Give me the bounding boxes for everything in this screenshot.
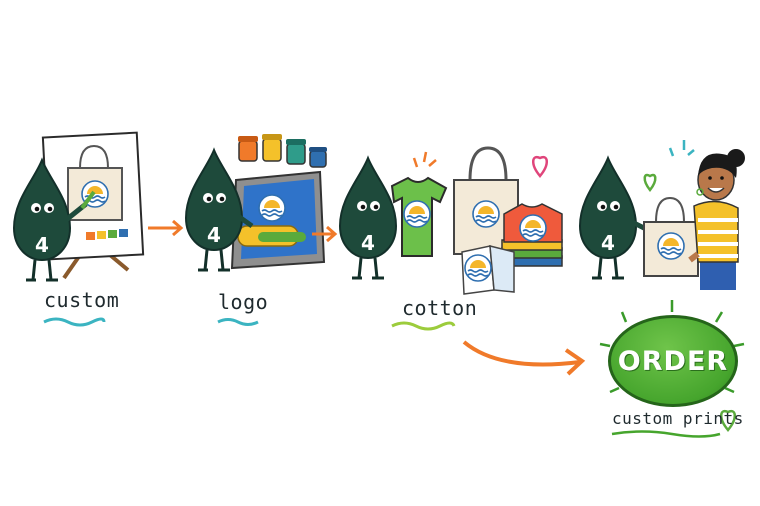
mascot (12, 158, 96, 282)
order-button-label: ORDER (617, 345, 729, 377)
arrow-icon (148, 219, 184, 237)
sparkle-lines (599, 300, 745, 394)
heart-icon (720, 409, 736, 432)
step-delivery-illustration (578, 140, 745, 290)
tote-bag-icon (643, 196, 699, 277)
underline-cotton (391, 321, 456, 331)
underline-tagline (611, 430, 721, 438)
heart-icon (643, 173, 657, 193)
heart-icon (532, 155, 548, 178)
customer (688, 149, 745, 290)
brochure (461, 245, 515, 295)
underline-logo (217, 318, 259, 326)
mascot (338, 156, 398, 280)
roller-icon (237, 225, 306, 247)
step-custom-illustration (12, 131, 145, 282)
step-label-cotton: cotton (402, 296, 478, 320)
step-label-logo: logo (218, 290, 269, 314)
mascot (578, 156, 650, 280)
paint-jar-icon (238, 134, 327, 168)
order-button[interactable]: ORDER (608, 315, 738, 407)
tagline: custom prints (612, 409, 744, 428)
arrow-icon (462, 340, 586, 376)
step-label-custom: custom (44, 288, 120, 312)
arrow-icon (312, 225, 338, 243)
mascot (184, 148, 254, 272)
t-shirt-icon (390, 176, 448, 257)
folded-shirts-stack (501, 203, 563, 267)
step-logo-illustration (184, 134, 327, 272)
step-cotton-illustration (338, 146, 563, 295)
underline-custom (43, 317, 106, 327)
